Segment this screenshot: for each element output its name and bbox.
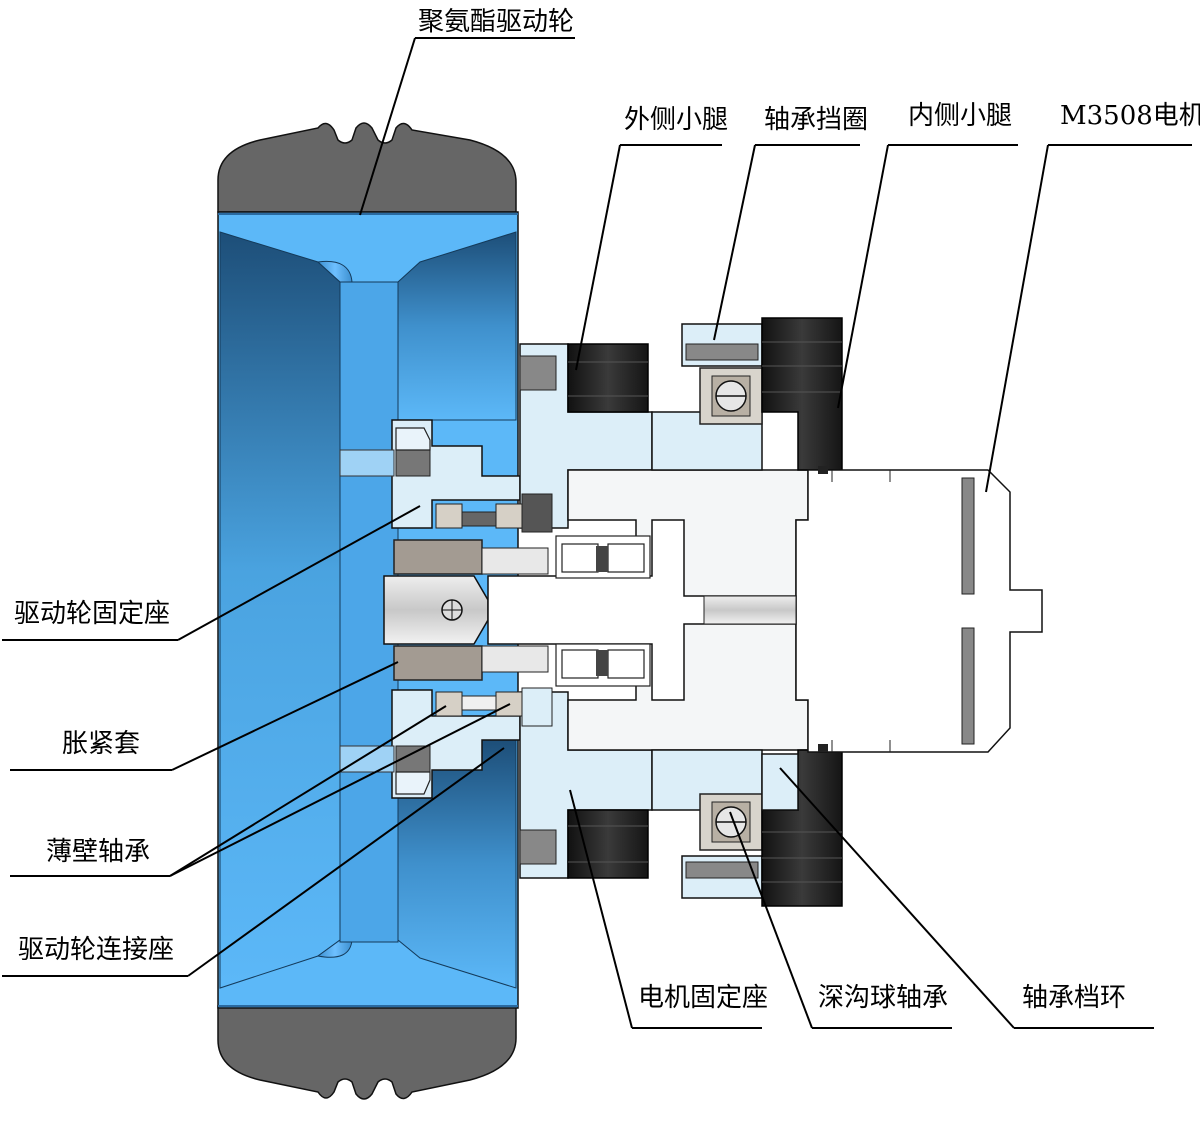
wheel-connector	[339, 419, 521, 799]
label-motor: M3508电机	[1060, 101, 1200, 131]
hub-left-cavity	[219, 231, 341, 989]
label-bearing-ring: 轴承档环	[1022, 983, 1126, 1013]
leader-lines	[2, 37, 1192, 1029]
label-motor-mount: 电机固定座	[638, 983, 768, 1013]
label-outer-leg: 外侧小腿	[624, 105, 728, 135]
m3508-motor	[795, 466, 1043, 753]
tire-bottom	[217, 1005, 517, 1100]
inner-leg	[761, 317, 843, 907]
outer-leg	[567, 343, 649, 879]
label-deep-groove-bearing: 深沟球轴承	[818, 983, 948, 1013]
label-expansion-sleeve: 胀紧套	[62, 729, 140, 759]
hub-screw-top	[339, 449, 395, 477]
label-bearing-retainer: 轴承挡圈	[764, 105, 868, 135]
shaft	[383, 519, 797, 701]
shaft-bearings	[555, 535, 651, 687]
hub-screw-bottom	[339, 745, 395, 773]
tire-top	[217, 122, 517, 213]
label-polyurethane-wheel: 聚氨酯驱动轮	[418, 7, 574, 37]
label-inner-leg: 内侧小腿	[908, 101, 1012, 131]
labels: 聚氨酯驱动轮 外侧小腿 轴承挡圈 内侧小腿 M3508电机 驱动轮固定座 胀紧套…	[14, 7, 1200, 1013]
label-wheel-mount: 驱动轮固定座	[14, 599, 170, 629]
thin-bearing	[435, 493, 553, 727]
label-wheel-connector: 驱动轮连接座	[18, 935, 174, 965]
label-thin-bearing: 薄壁轴承	[46, 837, 150, 867]
expansion-sleeve	[393, 539, 549, 681]
